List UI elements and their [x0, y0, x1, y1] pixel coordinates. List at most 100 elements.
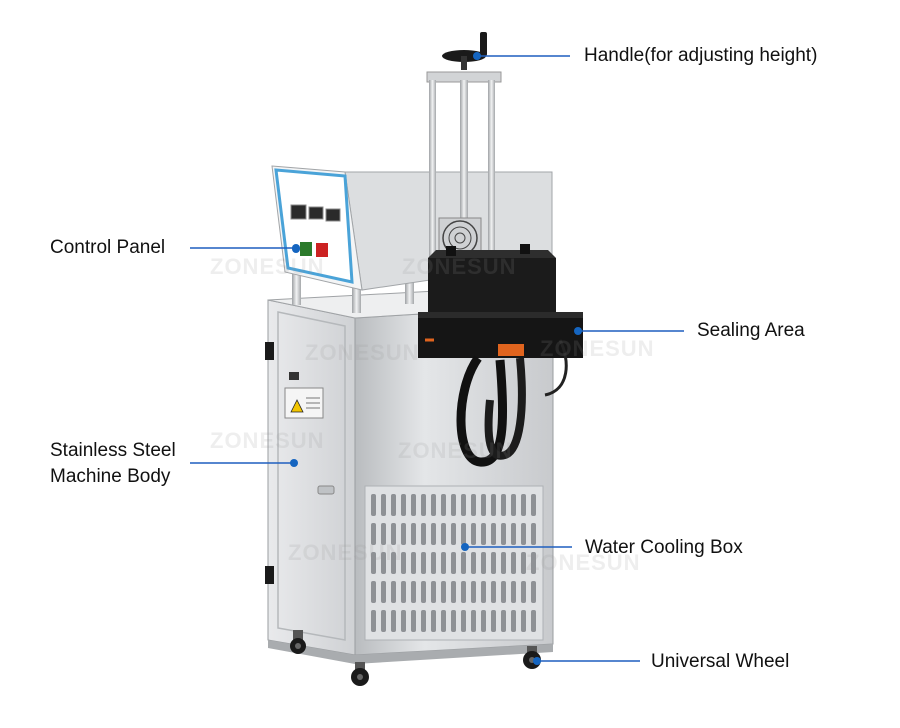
- vent-slot: [451, 610, 456, 632]
- vent-slot: [531, 581, 536, 603]
- watermark: ZONESUN: [540, 336, 655, 361]
- vent-slot: [531, 523, 536, 545]
- vent-slot: [431, 581, 436, 603]
- vent-slot: [381, 610, 386, 632]
- vent-slot: [401, 494, 406, 516]
- vent-slot: [481, 523, 486, 545]
- vent-slot: [471, 610, 476, 632]
- vent-slot: [441, 552, 446, 574]
- vent-slot: [511, 581, 516, 603]
- vent-slot: [391, 581, 396, 603]
- vent-slot: [511, 523, 516, 545]
- vent-slot: [521, 523, 526, 545]
- vent-slot: [441, 494, 446, 516]
- vent-slot: [451, 552, 456, 574]
- vent-slot: [421, 581, 426, 603]
- vent-slot: [511, 552, 516, 574]
- watermark: ZONESUN: [210, 428, 325, 453]
- vent-slot: [481, 494, 486, 516]
- vent-slot: [531, 610, 536, 632]
- vent-slot: [371, 494, 376, 516]
- vent-slot: [501, 494, 506, 516]
- vent-slot: [521, 581, 526, 603]
- vent-slot: [501, 552, 506, 574]
- vent-slot: [521, 552, 526, 574]
- vent-slot: [451, 494, 456, 516]
- label-machine-body-line2: Machine Body: [50, 466, 171, 487]
- vent-slot: [391, 523, 396, 545]
- vent-slot: [461, 523, 466, 545]
- vent-slot: [411, 523, 416, 545]
- vent-slot: [461, 581, 466, 603]
- vent-slot: [371, 581, 376, 603]
- watermark: ZONESUN: [526, 550, 641, 575]
- vent-slot: [381, 581, 386, 603]
- vent-slot: [521, 610, 526, 632]
- callout-handle: [473, 52, 570, 60]
- callout-water-cooling: [461, 543, 572, 551]
- vent-slot: [481, 581, 486, 603]
- vent-slot: [461, 494, 466, 516]
- vent-slot: [471, 581, 476, 603]
- wheel: [351, 662, 369, 686]
- label-water-cooling: Water Cooling Box: [585, 537, 743, 558]
- vent-slot: [381, 494, 386, 516]
- watermark: ZONESUN: [210, 254, 325, 279]
- watermark: ZONESUN: [402, 254, 517, 279]
- vent-slot: [471, 523, 476, 545]
- vent-slot: [431, 523, 436, 545]
- vent-slot: [451, 581, 456, 603]
- vent-slot: [481, 552, 486, 574]
- vent-slot: [451, 523, 456, 545]
- label-machine-body-line1: Stainless Steel: [50, 440, 176, 461]
- vent-slot: [491, 581, 496, 603]
- vent-slot: [461, 552, 466, 574]
- vent-slot: [431, 552, 436, 574]
- warning-sticker: [284, 372, 324, 419]
- vent-slot: [471, 494, 476, 516]
- vent-slot: [511, 610, 516, 632]
- sealing-head: [418, 244, 583, 467]
- vent-slot: [491, 494, 496, 516]
- vent-slot: [431, 610, 436, 632]
- vent-slot: [371, 523, 376, 545]
- label-sealing-area: Sealing Area: [697, 320, 805, 341]
- callout-sealing-area: [574, 327, 684, 335]
- vent-slot: [371, 610, 376, 632]
- vent-slot: [461, 610, 466, 632]
- vent-slot: [401, 581, 406, 603]
- vent-slot: [421, 494, 426, 516]
- vent-slot: [401, 552, 406, 574]
- vent-slot: [491, 523, 496, 545]
- vent-slot: [411, 610, 416, 632]
- callout-wheel: [533, 657, 640, 665]
- vent-slot: [491, 552, 496, 574]
- vent-slot: [441, 610, 446, 632]
- label-handle: Handle(for adjusting height): [584, 45, 818, 66]
- lift-column: [426, 32, 502, 262]
- vent-slots: [371, 494, 536, 632]
- vent-slot: [531, 552, 536, 574]
- vent-slot: [411, 552, 416, 574]
- vent-slot: [501, 581, 506, 603]
- vent-slot: [421, 610, 426, 632]
- label-universal-wheel: Universal Wheel: [651, 651, 790, 672]
- vent-slot: [521, 494, 526, 516]
- vent-slot: [511, 494, 516, 516]
- vent-slot: [491, 610, 496, 632]
- vent-slot: [441, 523, 446, 545]
- vent-slot: [501, 610, 506, 632]
- vent-slot: [421, 523, 426, 545]
- vent-slot: [401, 610, 406, 632]
- vent-slot: [411, 581, 416, 603]
- vent-slot: [441, 581, 446, 603]
- callout-machine-body: [190, 459, 298, 467]
- control-panel: [290, 204, 341, 257]
- wheel: [290, 630, 306, 654]
- vent-slot: [391, 552, 396, 574]
- label-control-panel: Control Panel: [50, 237, 166, 258]
- callout-control-panel: [190, 244, 300, 252]
- vent-slot: [481, 610, 486, 632]
